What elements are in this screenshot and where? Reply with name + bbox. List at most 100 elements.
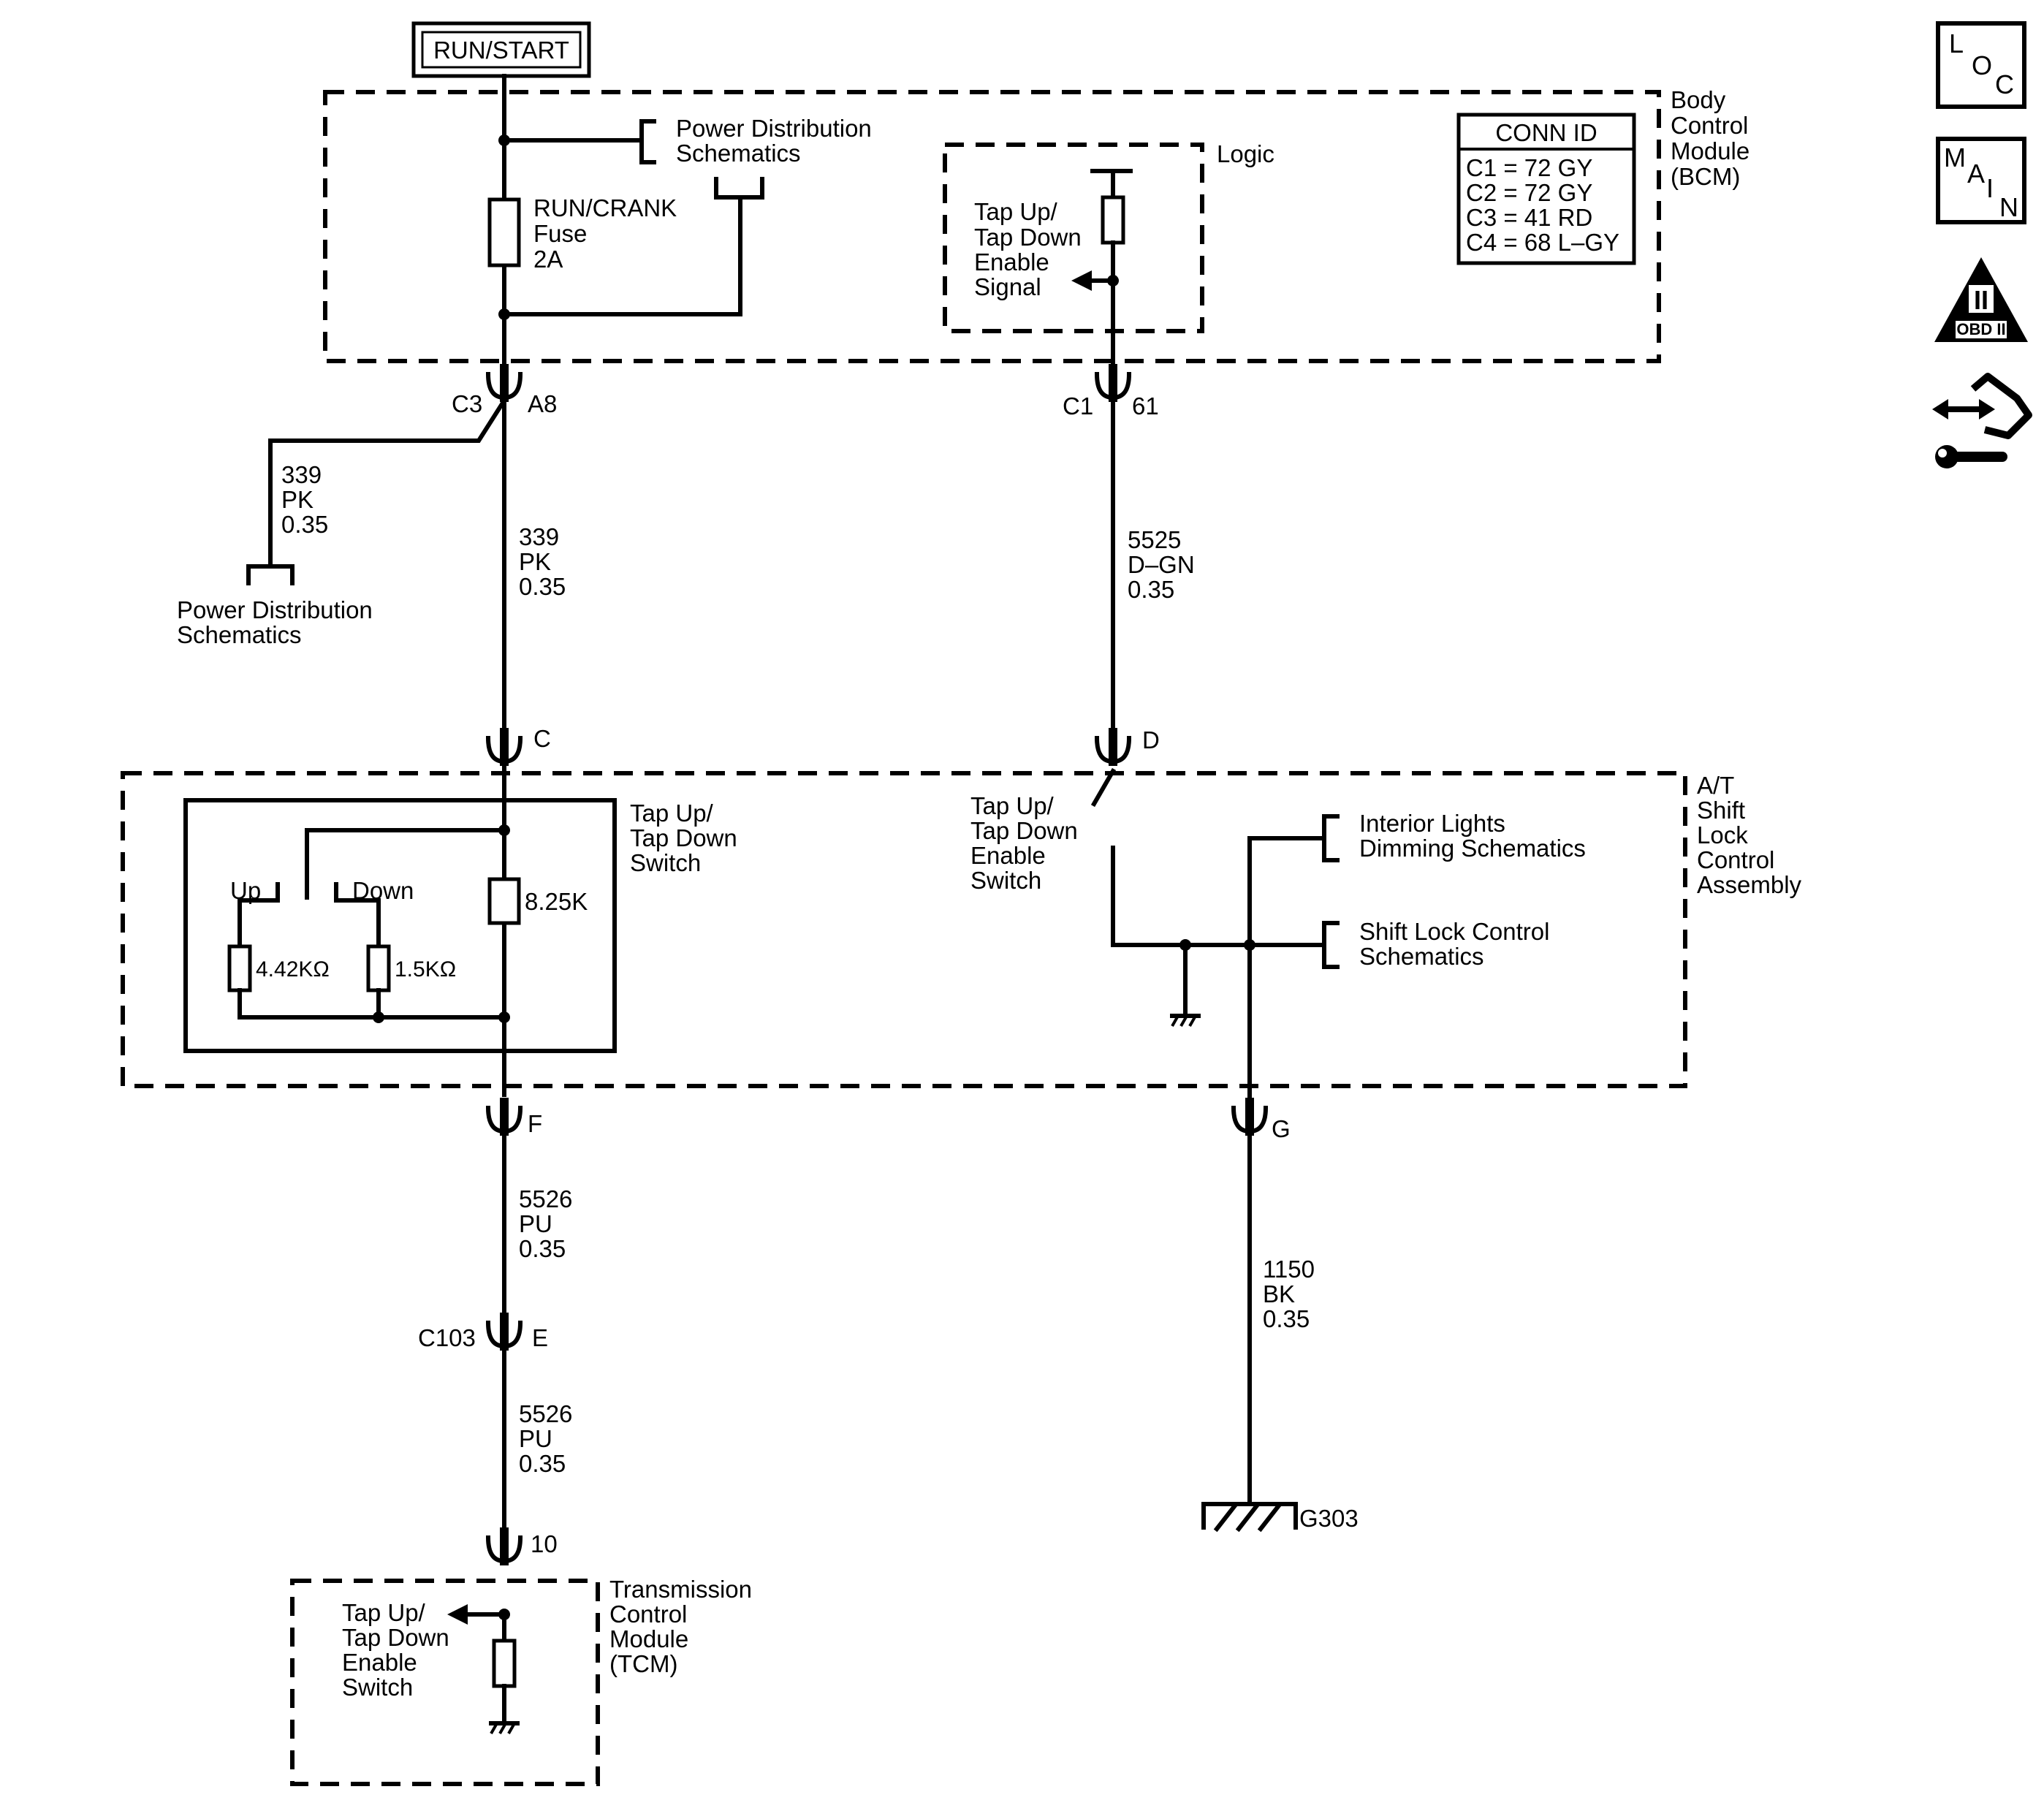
signal-arrow-icon — [1071, 270, 1092, 291]
wire-339-branch — [268, 397, 508, 569]
svg-text:M: M — [1944, 143, 1966, 172]
svg-text:Transmission: Transmission — [609, 1576, 752, 1603]
svg-text:Switch: Switch — [970, 867, 1041, 894]
svg-text:Enable: Enable — [342, 1649, 417, 1676]
main-icon[interactable]: M A I N — [1936, 137, 2026, 224]
connector-c — [488, 728, 520, 766]
svg-text:OBD II: OBD II — [1956, 320, 2005, 338]
svg-text:A/T: A/T — [1697, 772, 1734, 799]
shift-lock-control-label: Shift Lock Control Schematics — [1359, 918, 1549, 970]
connector-e-label: E — [532, 1324, 548, 1351]
enable-switch-contact — [1090, 767, 1117, 808]
svg-text:Tap Down: Tap Down — [342, 1624, 449, 1651]
svg-text:0.35: 0.35 — [281, 511, 328, 538]
svg-text:(TCM): (TCM) — [609, 1650, 677, 1677]
svg-text:2A: 2A — [533, 246, 563, 273]
logic-signal-label: Tap Up/ Tap Down Enable Signal — [974, 198, 1082, 300]
svg-text:Switch: Switch — [342, 1674, 413, 1701]
wire-5526-lower-label: 5526 PU 0.35 — [519, 1400, 572, 1477]
connector-d-label: D — [1142, 726, 1160, 753]
svg-text:Tap Up/: Tap Up/ — [974, 198, 1058, 225]
svg-text:339: 339 — [519, 523, 559, 550]
tap-switch-box — [183, 798, 617, 1053]
svg-text:Fuse: Fuse — [533, 220, 587, 247]
power-distribution-label: Power Distribution Schematics — [676, 115, 872, 167]
tcm-outline — [290, 1579, 600, 1786]
svg-text:RUN/CRANK: RUN/CRANK — [533, 194, 677, 221]
svg-text:Power Distribution: Power Distribution — [676, 115, 872, 142]
svg-text:5526: 5526 — [519, 1400, 572, 1427]
svg-text:C4 = 68 L–GY: C4 = 68 L–GY — [1466, 229, 1619, 256]
bcm-module-outline — [323, 90, 1661, 363]
svg-text:Shift Lock Control: Shift Lock Control — [1359, 918, 1549, 945]
svg-text:BK: BK — [1263, 1280, 1295, 1307]
enable-switch-label: Tap Up/ Tap Down Enable Switch — [970, 792, 1078, 894]
svg-text:PU: PU — [519, 1425, 552, 1452]
run-start-label: RUN/START — [411, 21, 591, 78]
svg-text:Signal: Signal — [974, 273, 1041, 300]
resistor-8-25k — [487, 877, 521, 925]
svg-text:0.35: 0.35 — [519, 1450, 566, 1477]
connector-c1-61 — [1097, 364, 1129, 402]
svg-text:Enable: Enable — [974, 248, 1049, 276]
tcm-signal-label: Tap Up/ Tap Down Enable Switch — [342, 1599, 449, 1701]
svg-text:Tap Down: Tap Down — [970, 817, 1078, 844]
svg-text:C3 = 41 RD: C3 = 41 RD — [1466, 204, 1592, 231]
fuse-label: RUN/CRANK Fuse 2A — [533, 194, 677, 273]
svg-text:Tap Down: Tap Down — [974, 224, 1082, 251]
svg-text:II: II — [1974, 285, 1988, 315]
tap-switch-label: Tap Up/ Tap Down Switch — [630, 800, 737, 876]
svg-text:N: N — [1999, 192, 2018, 222]
svg-text:Shift: Shift — [1697, 797, 1745, 824]
svg-text:0.35: 0.35 — [519, 1235, 566, 1262]
svg-text:339: 339 — [281, 461, 322, 488]
connector-g — [1234, 1098, 1266, 1136]
connector-c3-a8 — [488, 364, 520, 402]
svg-text:C: C — [1995, 69, 2014, 99]
branch-power-distribution-bracket — [246, 564, 295, 585]
svg-text:Power Distribution: Power Distribution — [177, 596, 373, 623]
wire-1150-label: 1150 BK 0.35 — [1263, 1256, 1315, 1332]
resistor-down-label: 1.5KΩ — [395, 957, 456, 982]
connector-c103-e — [488, 1313, 520, 1351]
tcm-ground-icon — [489, 1721, 520, 1734]
loc-icon[interactable]: L O C — [1936, 21, 2026, 109]
svg-text:0.35: 0.35 — [519, 573, 566, 600]
logic-resistor — [1101, 195, 1125, 245]
chassis-ground-icon — [1170, 1014, 1201, 1027]
svg-text:Assembly: Assembly — [1697, 871, 1802, 898]
run-start-text: RUN/START — [433, 37, 569, 64]
resistor-8-25k-label: 8.25K — [525, 888, 588, 915]
down-label: Down — [352, 877, 414, 904]
svg-text:Tap Up/: Tap Up/ — [970, 792, 1055, 819]
wire-339-branch-label: 339 PK 0.35 — [281, 461, 328, 538]
svg-text:Module: Module — [609, 1625, 688, 1652]
svg-text:0.35: 0.35 — [1263, 1305, 1310, 1332]
ground-g303-label: G303 — [1299, 1505, 1359, 1532]
svg-text:Tap Down: Tap Down — [630, 824, 737, 851]
up-label: Up — [230, 877, 261, 904]
svg-text:Schematics: Schematics — [1359, 943, 1484, 970]
svg-text:Dimming Schematics: Dimming Schematics — [1359, 835, 1586, 862]
shift-lock-assembly-outline — [121, 771, 1687, 1088]
conn-id-table: CONN ID C1 = 72 GY C2 = 72 GY C3 = 41 RD… — [1456, 113, 1636, 265]
obd-ii-icon[interactable]: OBD II II — [1934, 257, 2028, 342]
svg-text:Control: Control — [1697, 846, 1774, 873]
diagnostic-connector-icon[interactable] — [1932, 373, 2032, 468]
interior-lights-label: Interior Lights Dimming Schematics — [1359, 810, 1586, 862]
svg-text:Tap Up/: Tap Up/ — [342, 1599, 426, 1626]
branch-power-distribution-label: Power Distribution Schematics — [177, 596, 373, 648]
connector-d — [1097, 728, 1129, 766]
svg-text:Interior Lights: Interior Lights — [1359, 810, 1505, 837]
connector-c103-label: C103 — [418, 1324, 476, 1351]
power-distribution-bracket — [639, 119, 656, 164]
connector-c3-label: C3 — [452, 390, 482, 417]
svg-text:Schematics: Schematics — [676, 140, 801, 167]
connector-c-label: C — [533, 725, 551, 752]
svg-text:Tap Up/: Tap Up/ — [630, 800, 714, 827]
logic-label: Logic — [1217, 140, 1274, 167]
svg-text:C1 = 72 GY: C1 = 72 GY — [1466, 154, 1592, 181]
resistor-up-label: 4.42KΩ — [256, 957, 330, 982]
svg-text:PK: PK — [519, 548, 551, 575]
